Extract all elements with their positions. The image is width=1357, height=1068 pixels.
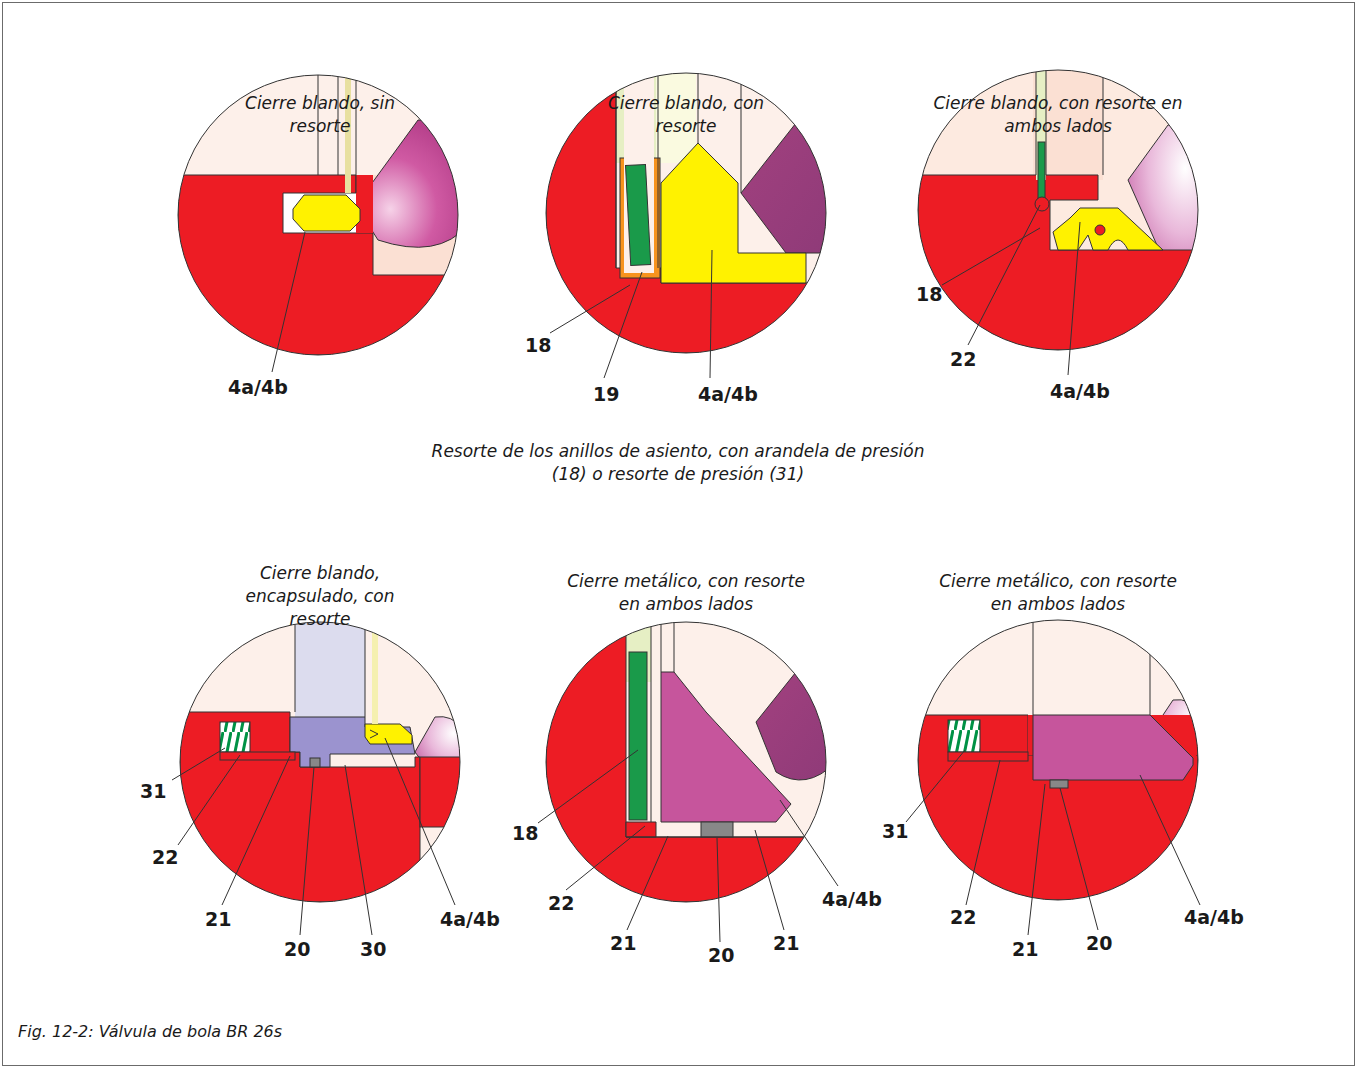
callout-number: 4a/4b: [698, 383, 758, 405]
callout-number: 20: [708, 944, 734, 966]
callout-number: 4a/4b: [440, 908, 500, 930]
callout-number: 21: [610, 932, 636, 954]
callout-number: 22: [548, 892, 574, 914]
callout-number: 22: [950, 348, 976, 370]
callout-number: 22: [950, 906, 976, 928]
figure-caption: Fig. 12-2: Válvula de bola BR 26s: [18, 1022, 282, 1042]
detail-soft-spring: [546, 73, 836, 353]
callout-number: 21: [205, 908, 231, 930]
frame: [3, 3, 1355, 1066]
callout-number: 18: [512, 822, 538, 844]
detail-metal-spring-both-a: [546, 622, 838, 902]
callout-number: 4a/4b: [1184, 906, 1244, 928]
callout-number: 31: [140, 780, 166, 802]
detail-metal-spring-both-b: [918, 620, 1208, 900]
view-title: Cierre blando, con resorte en ambos lado…: [928, 92, 1188, 138]
callout-number: 21: [773, 932, 799, 954]
detail-soft-spring-both: [918, 70, 1210, 350]
callout-number: 21: [1012, 938, 1038, 960]
callout-number: 22: [152, 846, 178, 868]
callout-number: 4a/4b: [1050, 380, 1110, 402]
note-text: Resorte de los anillos de asiento, con a…: [418, 440, 938, 486]
callout-number: 20: [1086, 932, 1112, 954]
callout-number: 4a/4b: [228, 376, 288, 398]
callout-number: 18: [525, 334, 551, 356]
detail-soft-no-spring: [178, 75, 471, 355]
view-title: Cierre blando, con resorte: [591, 92, 781, 138]
leader-lines: [172, 205, 1200, 942]
view-title: Cierre blando, sin resorte: [225, 92, 415, 138]
callout-number: 19: [593, 383, 619, 405]
view-title: Cierre metálico, con resorte en ambos la…: [928, 570, 1188, 616]
callout-number: 18: [916, 283, 942, 305]
view-title: Cierre metálico, con resorte en ambos la…: [556, 570, 816, 616]
callout-number: 20: [284, 938, 310, 960]
callout-number: 31: [882, 820, 908, 842]
view-title: Cierre blando, encapsulado, con resorte: [240, 562, 400, 631]
callout-number: 4a/4b: [822, 888, 882, 910]
callout-number: 30: [360, 938, 386, 960]
detail-soft-encapsulated: [180, 622, 470, 902]
